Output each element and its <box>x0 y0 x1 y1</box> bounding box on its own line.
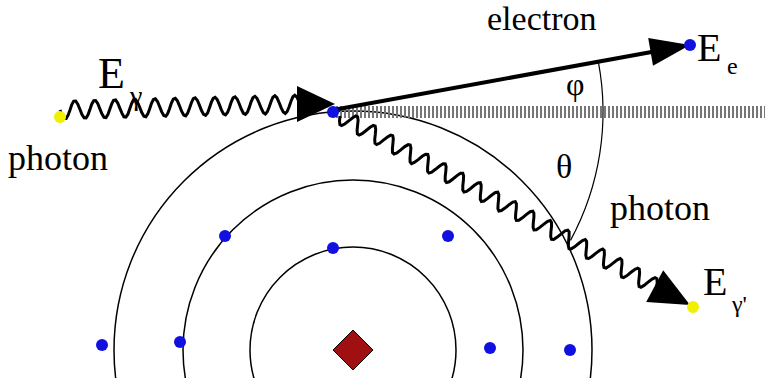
orbit <box>114 111 592 378</box>
electron-dot <box>442 230 454 242</box>
electron-dot <box>327 242 339 254</box>
angle-label: φ <box>566 68 584 100</box>
orbit <box>250 247 456 378</box>
energy-symbol: E <box>697 28 721 68</box>
arrowhead <box>648 38 690 66</box>
electron-track <box>333 49 668 110</box>
electron-dot <box>327 106 339 118</box>
electron-dot <box>219 230 231 242</box>
electron-dot <box>174 336 186 348</box>
arrowhead <box>646 270 690 305</box>
photon-wave <box>60 95 305 118</box>
atom-orbits <box>114 111 592 378</box>
orbit <box>183 180 523 378</box>
photon-dot <box>54 111 66 123</box>
particle-label: electron <box>487 2 597 36</box>
photon-dot <box>687 301 699 313</box>
electrons <box>96 39 696 356</box>
nucleus <box>333 330 373 370</box>
energy-symbol: E <box>98 52 125 96</box>
energy-subscript: e <box>727 54 738 78</box>
energy-subscript: γ <box>130 82 142 110</box>
particle-label: photon <box>610 190 710 226</box>
particle-label: photon <box>8 140 108 176</box>
electron-dot <box>564 344 576 356</box>
electron-dot <box>96 339 108 351</box>
energy-subscript: γ' <box>732 292 747 316</box>
electron-dot <box>684 39 696 51</box>
incident-direction-bar <box>333 106 765 118</box>
electron-dot <box>484 342 496 354</box>
angle-label: θ <box>556 150 572 184</box>
energy-symbol: E <box>703 262 727 302</box>
